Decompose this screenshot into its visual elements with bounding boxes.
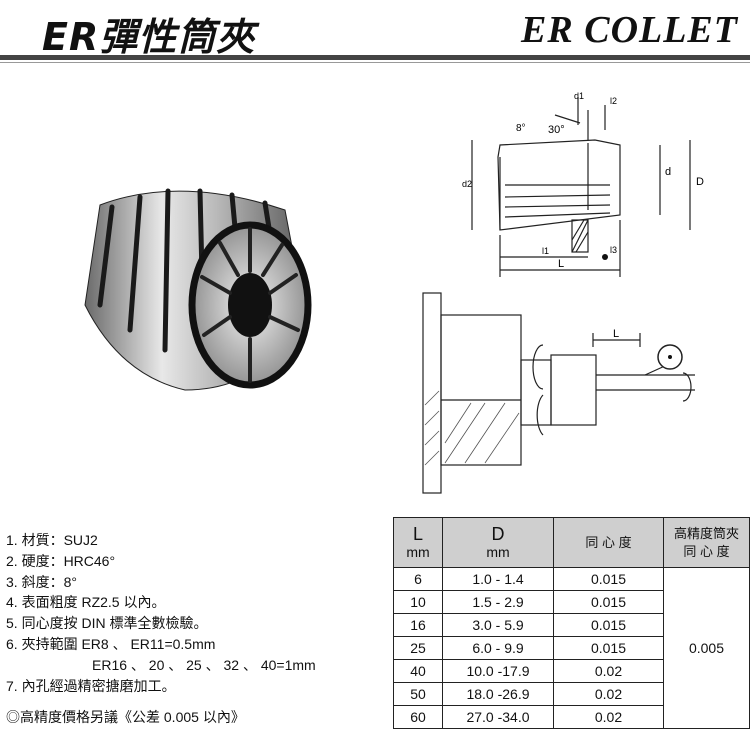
table-row: 40 10.0 -17.9 0.02	[393, 659, 750, 683]
header-high-precision: 高精度筒夾 同 心 度	[663, 517, 750, 568]
cell-L: 40	[393, 659, 443, 683]
dim-d: d	[665, 166, 671, 178]
dim-L: L	[558, 258, 564, 270]
cell-concentricity: 0.02	[553, 705, 664, 729]
cell-D: 1.0 - 1.4	[442, 567, 554, 591]
collet-photo	[84, 188, 312, 391]
header-rule-thin	[0, 62, 750, 63]
header-L-label: L	[412, 523, 423, 544]
spec-hardness: 2. 硬度：HRC46°	[6, 552, 116, 569]
header-hp-line2: 同 心 度	[683, 543, 730, 559]
table-header-row: L mm D mm 同 心 度 高精度筒夾 同 心 度	[393, 517, 750, 568]
spec-roughness: 4. 表面粗度 RZ2.5 以內。	[6, 594, 166, 611]
cell-D: 1.5 - 2.9	[442, 590, 554, 614]
cell-D: 6.0 - 9.9	[442, 636, 554, 660]
spec-list: 1. 材質：SUJ2 2. 硬度：HRC46° 3. 斜度：8° 4. 表面粗度…	[6, 530, 316, 696]
title-english: ER COLLET	[521, 9, 738, 51]
header-L-unit: mm	[406, 543, 430, 560]
table-row: 10 1.5 - 2.9 0.015	[393, 590, 750, 614]
spec-clamp-range: 6. 夾持範圍 ER8 、 ER11=0.5mm	[6, 635, 216, 652]
cell-concentricity: 0.015	[553, 590, 664, 614]
dim-test-L: L	[613, 328, 619, 340]
spec-taper: 3. 斜度：8°	[6, 573, 77, 590]
header-L: L mm	[393, 517, 443, 568]
cell-L: 50	[393, 682, 443, 706]
cell-concentricity: 0.02	[553, 659, 664, 683]
dim-d2: d2	[462, 179, 472, 189]
cell-concentricity: 0.015	[553, 567, 664, 591]
cell-D: 10.0 -17.9	[442, 659, 554, 683]
table-row: 16 3.0 - 5.9 0.015	[393, 613, 750, 637]
dim-l2: l2	[610, 96, 617, 106]
header-D-label: D	[491, 523, 505, 544]
table-row: 60 27.0 -34.0 0.02	[393, 705, 750, 729]
cell-L: 60	[393, 705, 443, 729]
cell-L: 16	[393, 613, 443, 637]
cell-high-precision: 0.005	[663, 567, 750, 729]
table-row: 25 6.0 - 9.9 0.015	[393, 636, 750, 660]
cell-concentricity: 0.015	[553, 636, 664, 660]
spec-bore: 7. 內孔經過精密搪磨加工。	[6, 677, 176, 694]
dim-D: D	[696, 176, 704, 188]
header-rule	[0, 55, 750, 60]
table-row: 6 1.0 - 1.4 0.015 0.005	[393, 567, 750, 729]
collet-dimension-drawing: d1 l2 30° 8° d D d2 l1 l3 L	[462, 91, 704, 277]
header-D: D mm	[442, 517, 554, 568]
dim-d1: d1	[574, 91, 584, 101]
cell-D: 27.0 -34.0	[442, 705, 554, 729]
cell-L: 6	[393, 567, 443, 591]
spec-material: 1. 材質：SUJ2	[6, 532, 98, 548]
dim-angle-8: 8°	[516, 123, 526, 134]
dim-angle-30: 30°	[548, 124, 565, 136]
cell-L: 25	[393, 636, 443, 660]
header-D-unit: mm	[486, 543, 510, 560]
collet-spec-table: L mm D mm 同 心 度 高精度筒夾 同 心 度 6 1.0 - 1.4 …	[393, 517, 750, 729]
spec-concentricity: 5. 同心度按 DIN 標準全數檢驗。	[6, 615, 208, 632]
cell-concentricity: 0.02	[553, 682, 664, 706]
title-chinese: ER彈性筒夾	[42, 15, 256, 59]
header-concentricity: 同 心 度	[553, 517, 664, 568]
cell-concentricity: 0.015	[553, 613, 664, 637]
cell-D: 18.0 -26.9	[442, 682, 554, 706]
concentricity-test-drawing: L	[422, 292, 695, 494]
dim-l3: l3	[610, 245, 617, 255]
header-hp-line1: 高精度筒夾	[673, 525, 739, 541]
dim-l1: l1	[542, 246, 549, 256]
cell-D: 3.0 - 5.9	[442, 613, 554, 637]
cell-L: 10	[393, 590, 443, 614]
spec-clamp-range-cont: ER16 、 20 、 25 、 32 、 40=1mm	[92, 656, 316, 673]
high-precision-note: ◎高精度價格另議《公差 0.005 以內》	[6, 709, 245, 725]
